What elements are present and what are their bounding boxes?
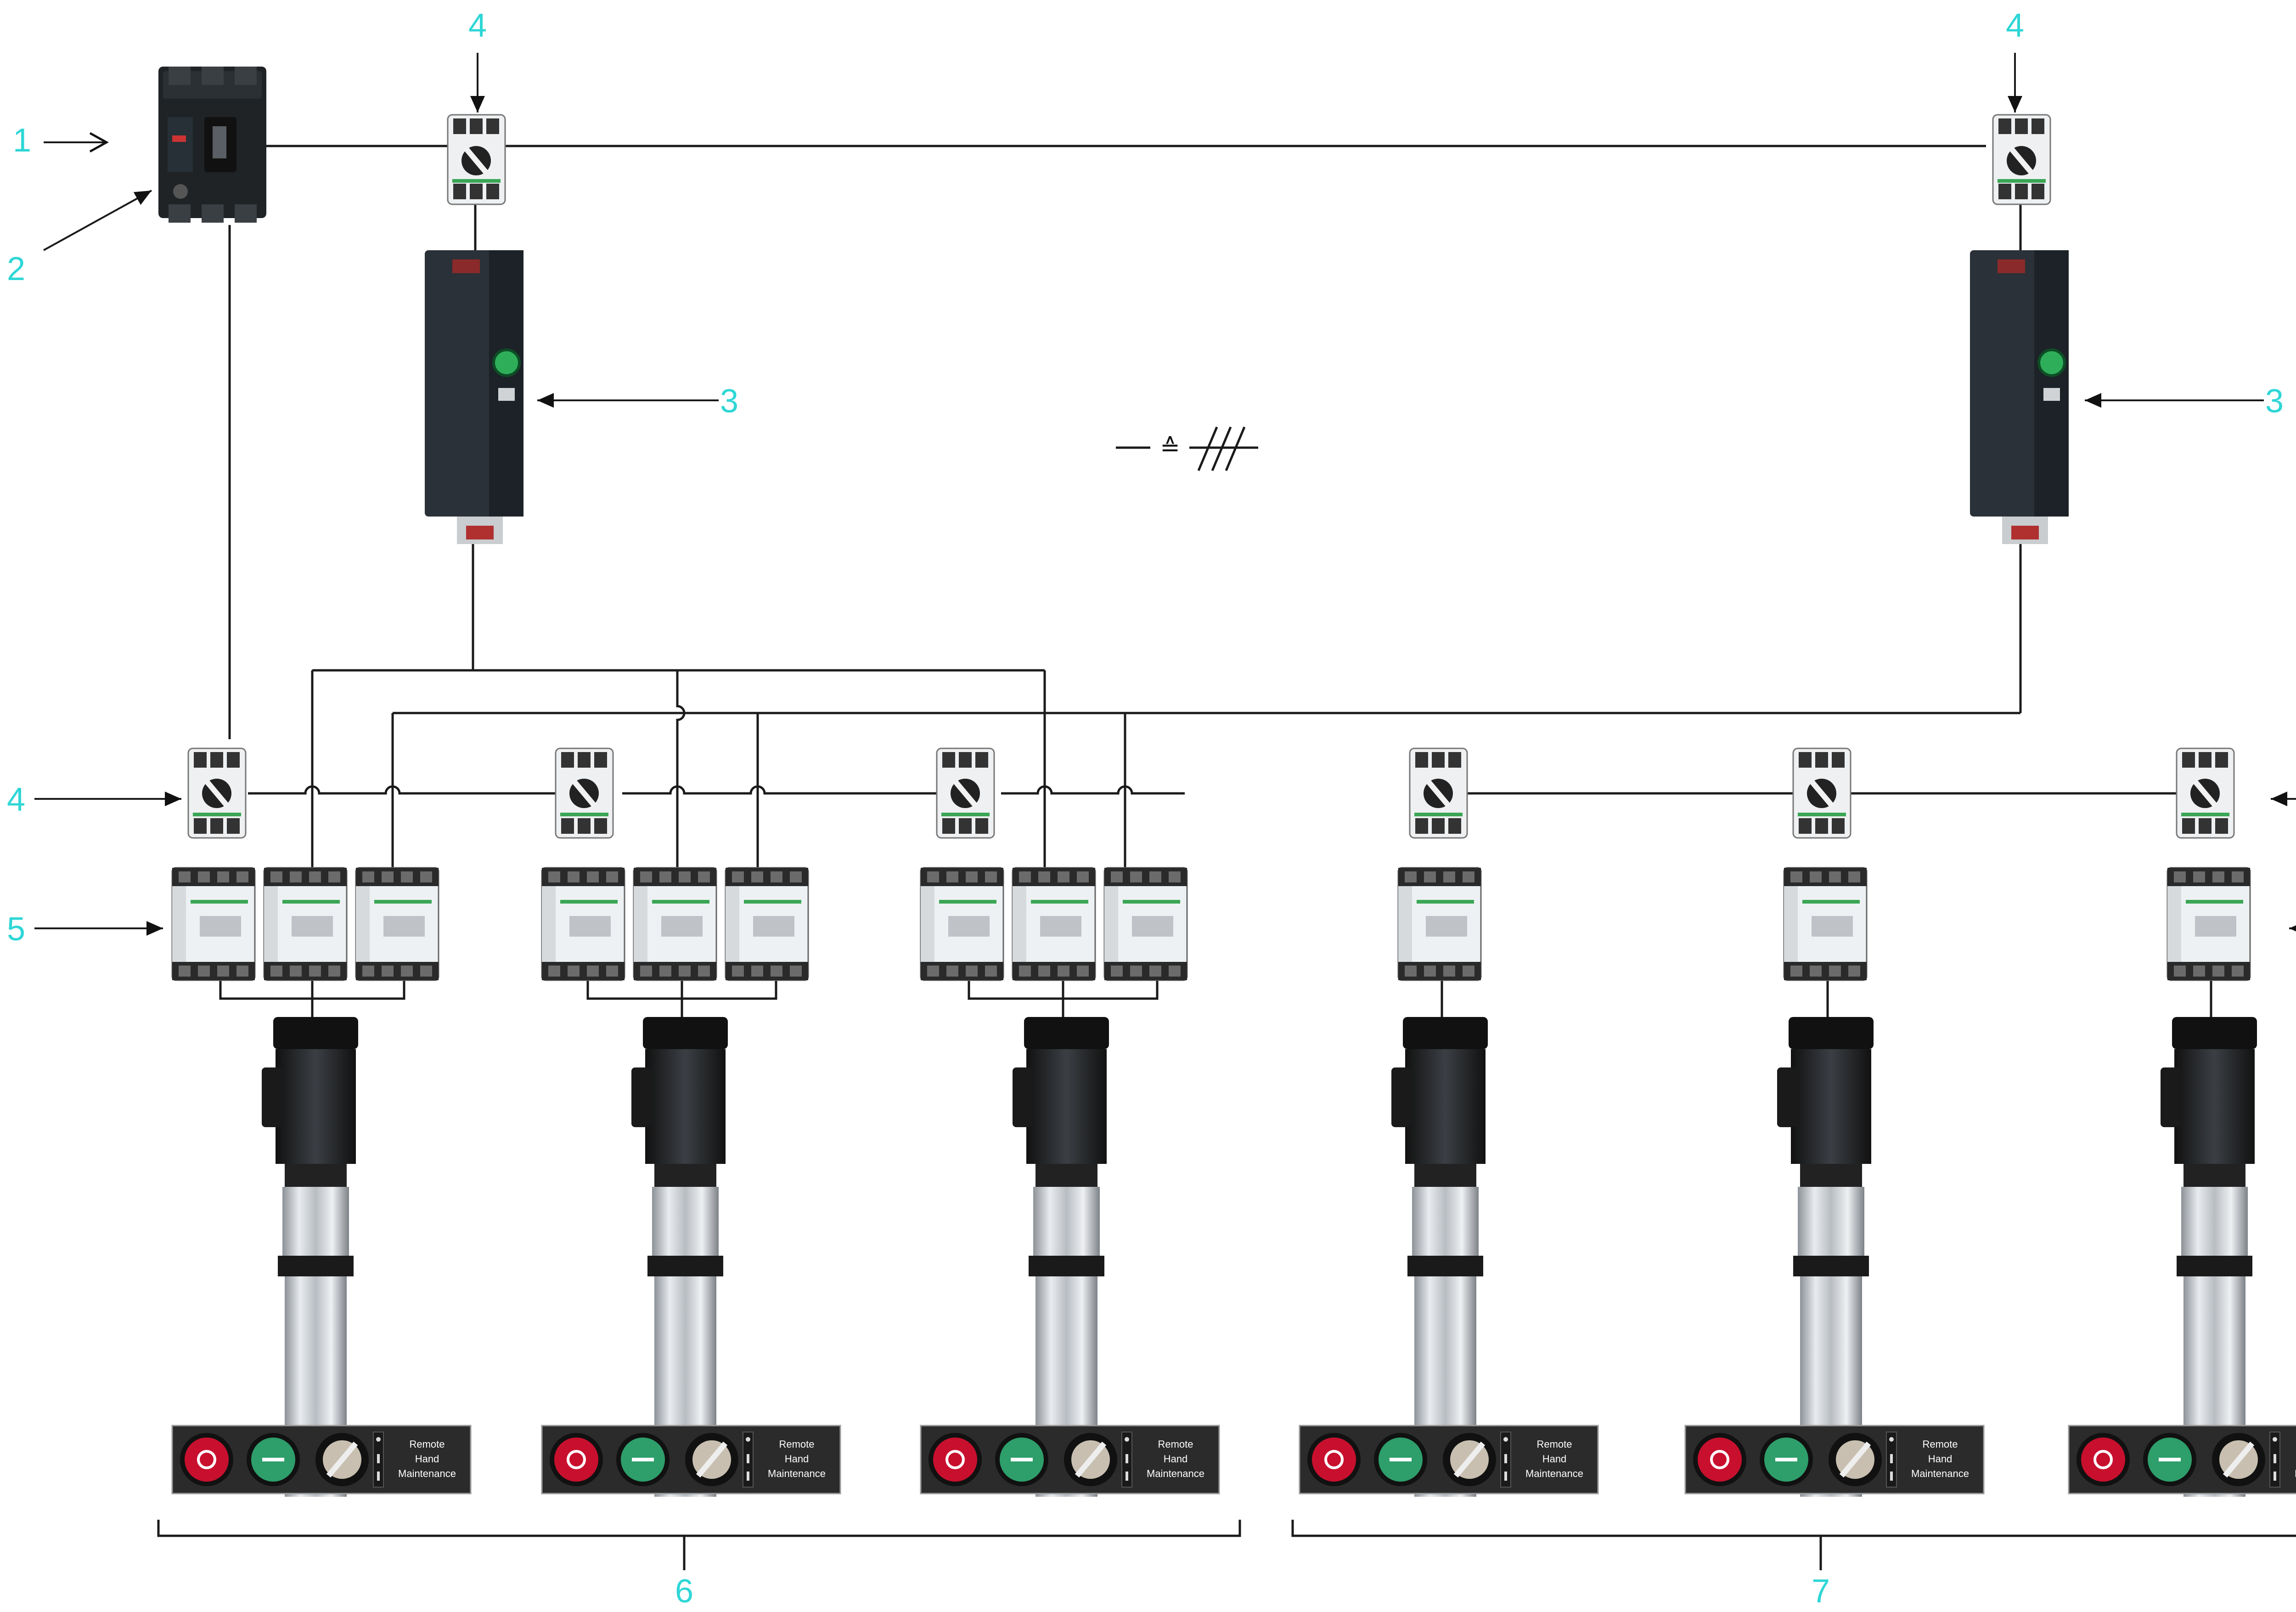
callout-motor-breaker-top-right: 4: [2006, 7, 2024, 44]
legend-symbol: ≙: [1160, 434, 1180, 461]
variable-speed-drive-a: [425, 250, 523, 544]
legend-single-line-equals-three-phase: ≙: [1116, 427, 1258, 471]
contactor-2-3: [725, 867, 809, 981]
stop-button-icon[interactable]: [2077, 1433, 2130, 1486]
mode-selector-switch-icon[interactable]: [1443, 1433, 1496, 1486]
stop-button-icon[interactable]: [180, 1433, 233, 1486]
panel-maintenance-label: Maintenance: [768, 1468, 826, 1479]
pump-units: RemoteHandMaintenanceRemoteHandMaintenan…: [171, 747, 2296, 1497]
panel-maintenance-label: Maintenance: [1911, 1468, 1969, 1479]
start-button-icon[interactable]: [1760, 1433, 1813, 1486]
panel-hand-label: Hand: [415, 1453, 439, 1465]
motor-circuit-breaker-4: [1409, 747, 1468, 839]
stop-button-icon[interactable]: [929, 1433, 982, 1486]
contactor-4-1: [1397, 867, 1482, 981]
start-button-icon[interactable]: [1374, 1433, 1427, 1486]
panel-hand-label: Hand: [1928, 1453, 1953, 1465]
panel-remote-label: Remote: [1536, 1438, 1572, 1450]
panel-maintenance-label: Maintenance: [1147, 1468, 1204, 1479]
mode-selector-switch-icon[interactable]: [685, 1433, 738, 1486]
contactor-2-1: [541, 867, 625, 981]
callout-drive-left: 3: [720, 383, 738, 420]
motor-circuit-breaker-top-a: [447, 114, 506, 205]
contactor-1-2: [263, 867, 348, 981]
contactor-2-2: [633, 867, 717, 981]
variable-speed-drive-b: [1970, 250, 2069, 544]
motor-circuit-breaker-top-b: [1992, 114, 2051, 205]
callout-group-b: 7: [1812, 1573, 1830, 1610]
motor-circuit-breaker-3: [936, 747, 995, 839]
pump-4: [1382, 1017, 1508, 1497]
panel-hand-label: Hand: [1164, 1453, 1188, 1465]
panel-maintenance-label: Maintenance: [1525, 1468, 1583, 1479]
callout-drive-right: 3: [2265, 383, 2284, 420]
callout-labels: 1 2 4 4 3 3 4 4 5 5 6 7: [7, 7, 2284, 1610]
pump-5: [1768, 1017, 1894, 1497]
mode-selector-switch-icon[interactable]: [2212, 1433, 2265, 1486]
pump-2: [622, 1017, 748, 1497]
callout-motor-breaker-top-left: 4: [468, 7, 487, 44]
contactor-1-3: [355, 867, 439, 981]
contactor-5-1: [1783, 867, 1868, 981]
mode-position-indicator: [743, 1432, 754, 1488]
callout-motor-breaker-left: 4: [7, 781, 25, 818]
callout-contactor-left: 5: [7, 911, 25, 948]
start-button-icon[interactable]: [616, 1433, 670, 1486]
panel-remote-label: Remote: [779, 1438, 814, 1450]
panel-remote-label: Remote: [409, 1438, 445, 1450]
main-circuit-breaker: [158, 67, 266, 223]
pump-6: [2151, 1017, 2278, 1497]
motor-circuit-breaker-6: [2176, 747, 2235, 839]
mode-selector-switch-icon[interactable]: [315, 1433, 369, 1486]
pump-1: [253, 1017, 379, 1497]
mode-selector-switch-icon[interactable]: [1064, 1433, 1117, 1486]
contactor-1-1: [171, 867, 256, 981]
contactor-3-3: [1103, 867, 1188, 981]
start-button-icon[interactable]: [247, 1433, 300, 1486]
callout-group-a: 6: [675, 1573, 693, 1610]
panel-maintenance-label: Maintenance: [2295, 1468, 2296, 1479]
panel-remote-label: Remote: [1922, 1438, 1958, 1450]
contactor-3-1: [920, 867, 1004, 981]
wiring: [157, 145, 2296, 1570]
motor-circuit-breaker-1: [187, 747, 247, 839]
panel-hand-label: Hand: [1542, 1453, 1567, 1465]
callout-leaders: [34, 53, 2296, 936]
motor-circuit-breaker-5: [1792, 747, 1851, 839]
start-button-icon[interactable]: [995, 1433, 1048, 1486]
mode-position-indicator: [373, 1432, 384, 1488]
mode-position-indicator: [2269, 1432, 2280, 1488]
pump-3: [1003, 1017, 1130, 1497]
mode-position-indicator: [1500, 1432, 1511, 1488]
contactor-6-1: [2167, 867, 2251, 981]
contactor-3-2: [1012, 867, 1096, 981]
callout-incoming-supply: 1: [13, 122, 31, 159]
panel-maintenance-label: Maintenance: [398, 1468, 456, 1479]
mode-position-indicator: [1121, 1432, 1132, 1488]
stop-button-icon[interactable]: [1693, 1433, 1746, 1486]
panel-remote-label: Remote: [1158, 1438, 1193, 1450]
callout-circuit-breaker: 2: [7, 251, 25, 287]
panel-hand-label: Hand: [785, 1453, 809, 1465]
stop-button-icon[interactable]: [1307, 1433, 1361, 1486]
start-button-icon[interactable]: [2143, 1433, 2196, 1486]
motor-circuit-breaker-2: [555, 747, 614, 839]
stop-button-icon[interactable]: [550, 1433, 603, 1486]
mode-position-indicator: [1886, 1432, 1897, 1488]
mode-selector-switch-icon[interactable]: [1829, 1433, 1882, 1486]
